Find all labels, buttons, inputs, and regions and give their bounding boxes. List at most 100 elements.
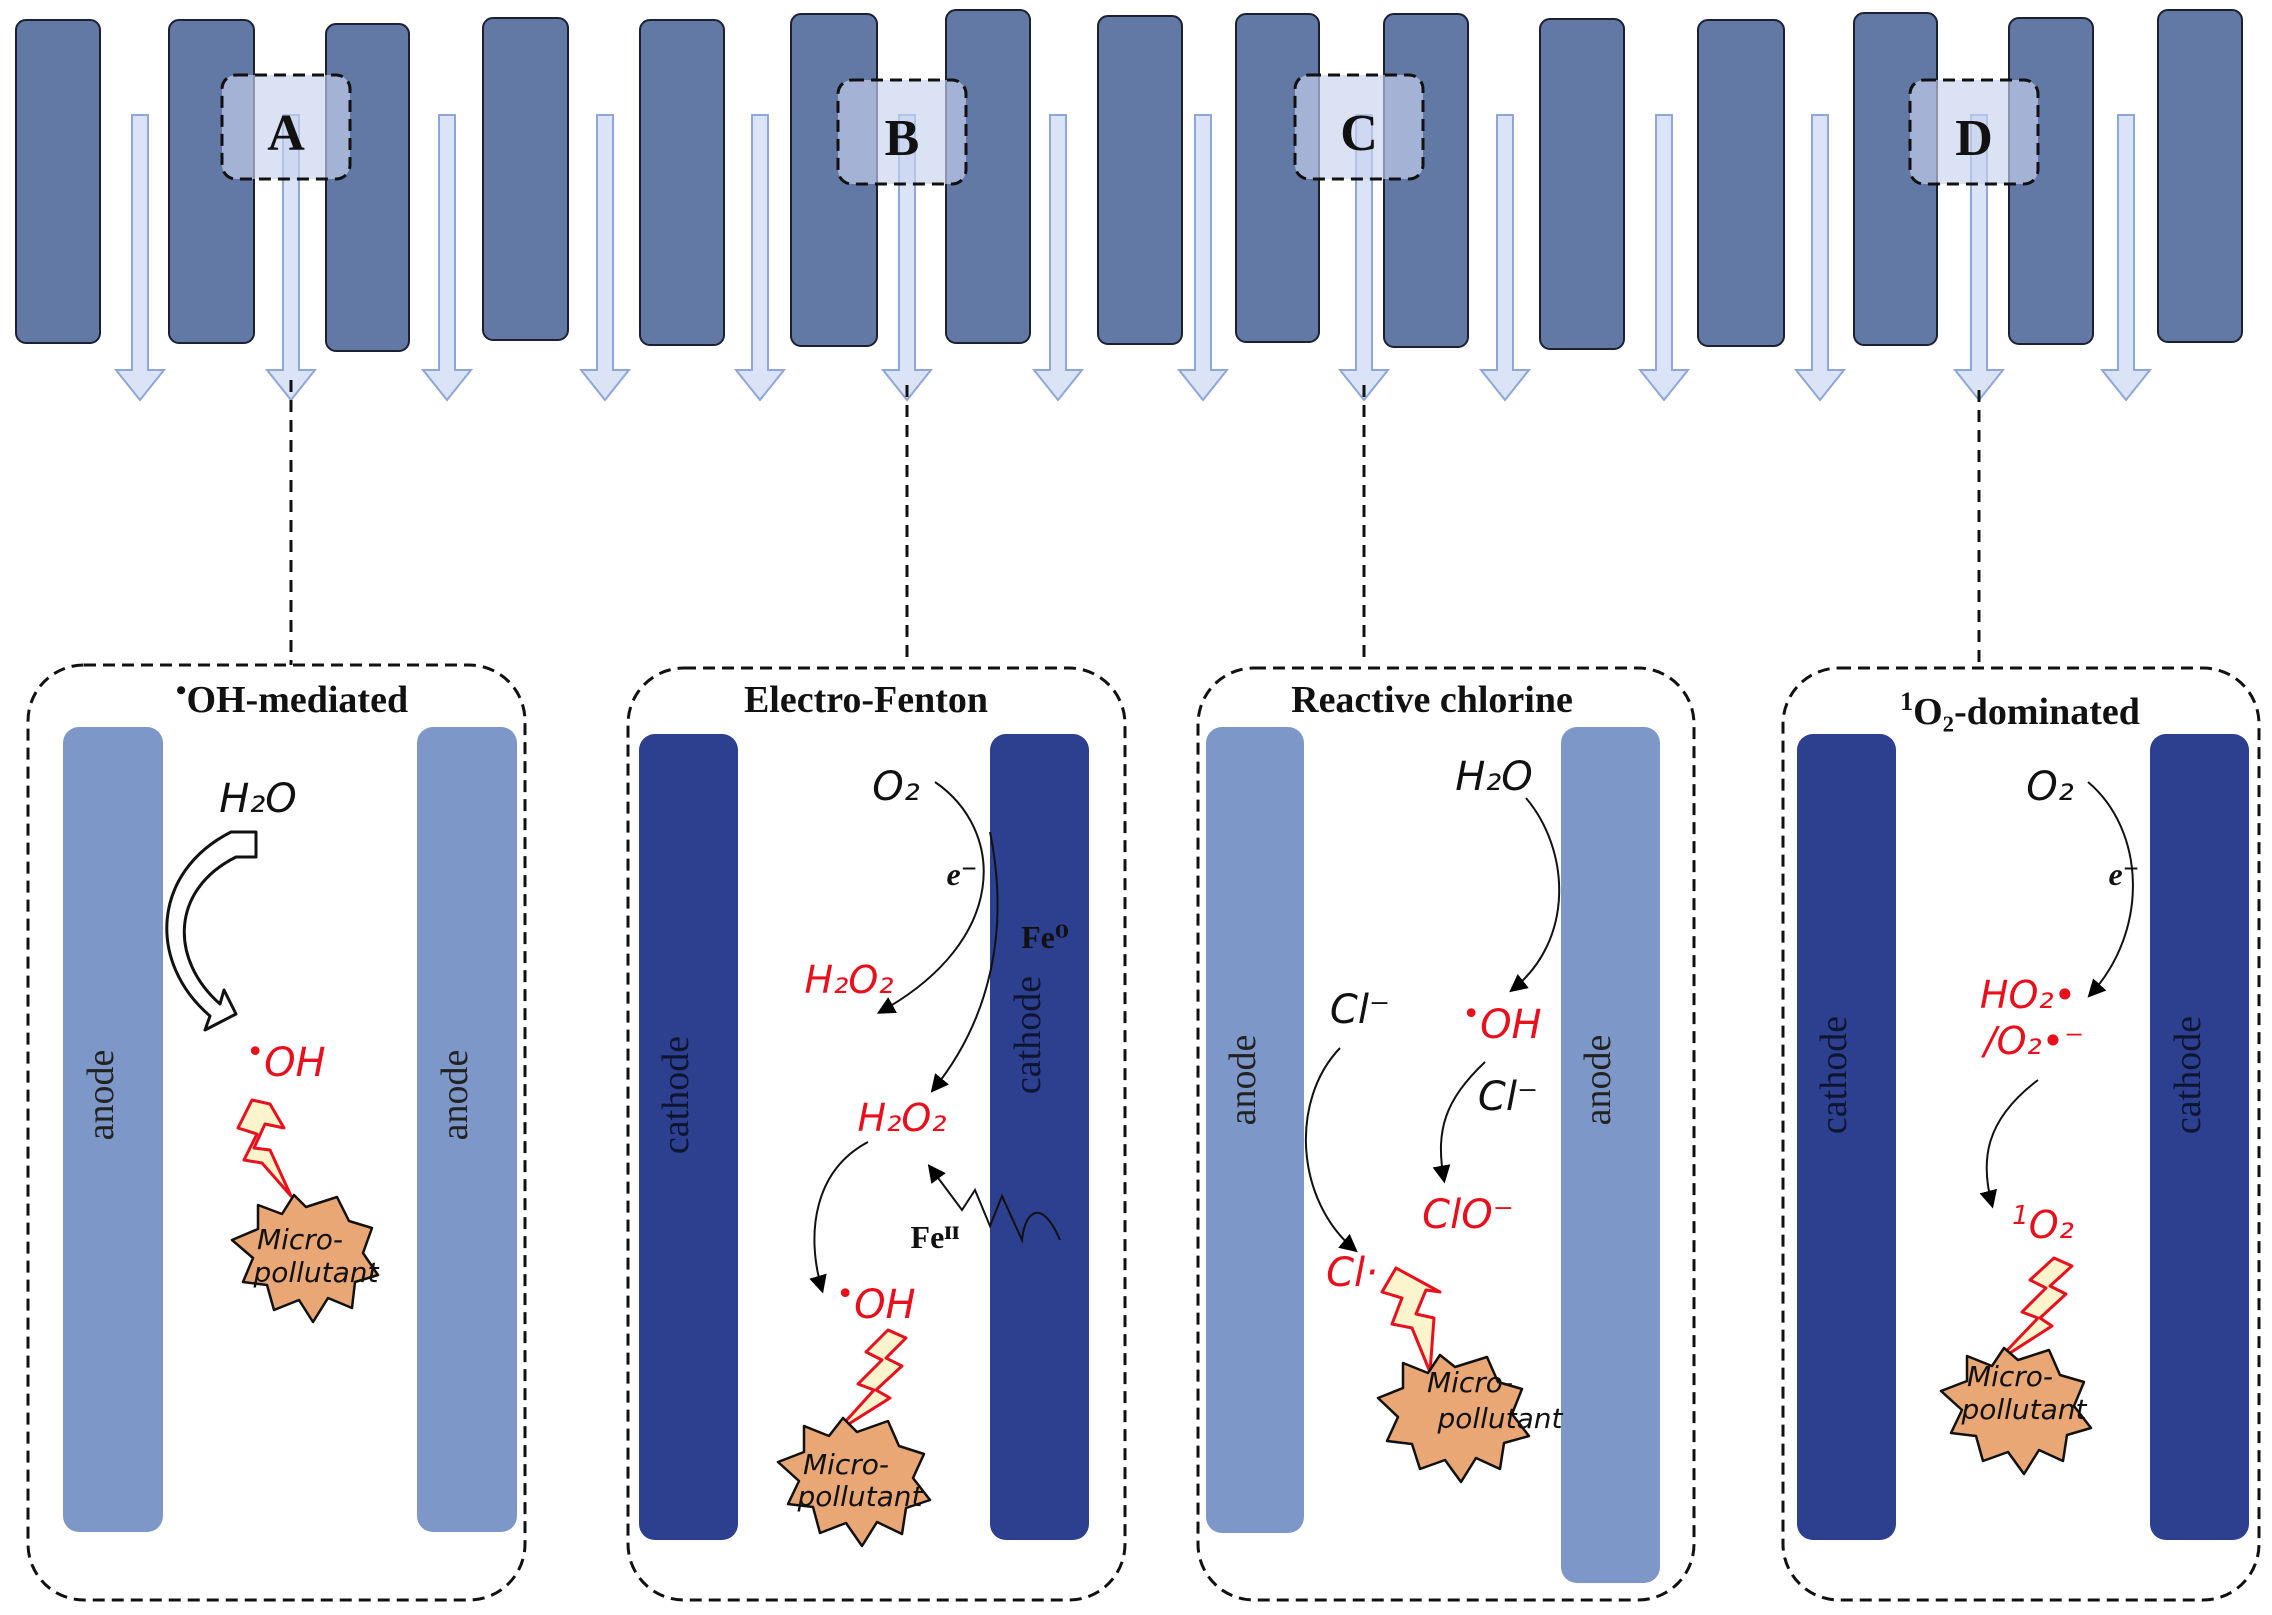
label-A: A [267, 105, 305, 162]
panel-B-left-cathode [639, 734, 738, 1540]
panel-B-o2: O₂ [872, 764, 920, 810]
panel-D: 1O₂-dominated cathode cathode O₂ e⁻ HO₂•… [1781, 666, 2261, 1602]
panel-C-cl-minus-right: Cl⁻ [1478, 1074, 1538, 1120]
panel-C-h2o: H₂O [1455, 754, 1533, 800]
panel-D-lightning-icon [1994, 1256, 2074, 1364]
panel-D-o2-radical: /O₂•⁻ [1981, 1019, 2084, 1063]
flow-arrow-1 [113, 114, 167, 402]
panel-A-mp-line1: Micro- [257, 1223, 343, 1256]
panel-A-left-anode [63, 727, 163, 1532]
panel-B-mp-line1: Micro- [803, 1448, 889, 1481]
flow-arrows [113, 114, 2153, 402]
electrode-plate-11 [1539, 18, 1625, 350]
panel-D-singlet-oxygen: 1O₂ [2012, 1201, 2074, 1247]
panel-A: •OH-mediated anode anode H₂O •OH Micro- … [26, 663, 527, 1602]
panel-A-lightning-icon [236, 1098, 293, 1198]
panel-C-left-anode [1206, 727, 1304, 1533]
panel-D-micropollutant-burst [1939, 1346, 2093, 1476]
panel-B-arc-h2o2 [809, 1141, 869, 1294]
panel-A-oh: •OH [246, 1035, 325, 1086]
panel-D-arc-o2 [2087, 781, 2134, 998]
panel-D-electron: e⁻ [2108, 856, 2139, 892]
panel-D-mp-line2: pollutant [1960, 1393, 2087, 1426]
panel-B-electron: e⁻ [946, 856, 977, 892]
panel-B: Electro-Fenton cathode cathode O₂ e⁻ Fe⁰… [626, 666, 1127, 1602]
panel-C-arc-cl [1304, 1047, 1358, 1253]
panel-B-arc-o2 [876, 781, 985, 1014]
panel-B-micropollutant-burst [776, 1416, 932, 1548]
panel-C-oh: •OH [1462, 997, 1541, 1048]
panel-C-cl-minus-left: Cl⁻ [1330, 987, 1390, 1033]
panel-B-left-label: cathode [655, 1036, 697, 1154]
flow-arrow-7 [1031, 114, 1085, 402]
panel-D-left-label: cathode [1813, 1016, 1855, 1134]
panel-C-title: Reactive chlorine [1291, 679, 1573, 721]
panel-B-h2o2-b: H₂O₂ [858, 1096, 947, 1140]
panel-C-right-label: anode [1577, 1035, 1619, 1126]
flow-arrow-11 [1637, 114, 1691, 402]
label-B: B [885, 110, 920, 167]
panel-C-clo: ClO⁻ [1422, 1192, 1514, 1238]
flow-arrow-5 [733, 114, 787, 402]
panel-A-left-label: anode [80, 1050, 122, 1141]
panel-D-mp-line1: Micro- [1967, 1360, 2053, 1393]
panel-B-oh: •OH [836, 1277, 915, 1328]
panel-D-o2: O₂ [2026, 764, 2074, 810]
electrode-plate-4 [482, 17, 569, 341]
panel-C-mp-line2: pollutant [1436, 1402, 1563, 1435]
electrode-plate-1 [15, 19, 101, 344]
label-D: D [1955, 110, 1993, 167]
panel-C: Reactive chlorine anode anode H₂O •OH Cl… [1196, 666, 1696, 1602]
panel-C-left-label: anode [1222, 1035, 1264, 1126]
callout-A: A [220, 73, 352, 181]
panel-A-mp-line2: pollutant [252, 1256, 379, 1289]
electrode-plate-12 [1697, 19, 1785, 347]
electrode-plate-15 [2157, 9, 2243, 343]
panel-B-right-label: cathode [1007, 976, 1049, 1094]
electrode-plate-5 [639, 19, 725, 346]
panel-D-left-cathode [1797, 734, 1896, 1540]
panel-A-right-anode [417, 727, 517, 1532]
panel-D-ho2: HO₂• [1980, 973, 2076, 1017]
electrode-plate-stack [15, 9, 2243, 352]
callout-C: C [1293, 73, 1425, 181]
panel-A-right-label: anode [434, 1050, 476, 1141]
panel-A-h2o: H₂O [219, 776, 297, 822]
panel-C-arc-oh [1432, 1061, 1486, 1184]
flow-arrow-8 [1176, 114, 1230, 402]
panel-D-arc-ho2 [1979, 1079, 2039, 1209]
flow-arrow-10 [1478, 114, 1532, 402]
panel-B-frame [626, 666, 1127, 1602]
panel-A-frame [26, 663, 527, 1602]
panel-B-mp-line2: pollutant [796, 1480, 923, 1513]
panel-C-mp-line1: Micro- [1427, 1366, 1513, 1399]
panel-C-cl-radical: Cl· [1326, 1250, 1378, 1296]
callout-B: B [836, 78, 968, 186]
electrode-plate-8 [1097, 15, 1183, 345]
electrode-plate-2 [168, 19, 255, 344]
flow-arrow-12 [1793, 114, 1847, 402]
panel-D-frame [1781, 666, 2261, 1602]
panel-A-hollow-arrow [165, 830, 258, 1032]
flow-arrow-4 [578, 114, 632, 402]
panel-B-lightning-icon [834, 1328, 908, 1434]
label-C: C [1340, 105, 1378, 162]
flow-arrow-14 [2099, 114, 2153, 402]
panel-A-title: •OH-mediated [176, 674, 408, 721]
panel-B-h2o2-a: H₂O₂ [805, 958, 894, 1002]
panel-D-right-cathode [2150, 734, 2249, 1540]
panel-C-arc-h2o [1509, 797, 1561, 993]
panel-B-feii: Feᴵᴵ [911, 1219, 960, 1255]
panel-B-right-cathode [990, 734, 1089, 1540]
panel-A-micropollutant-burst [230, 1193, 380, 1324]
panel-C-right-anode [1561, 727, 1660, 1583]
panel-C-lightning-icon [1380, 1266, 1442, 1374]
electrode-plate-3 [325, 23, 410, 352]
connector-lines [289, 380, 1981, 665]
flow-arrow-3 [420, 114, 474, 402]
panel-B-arc-fe0 [930, 831, 999, 1093]
panel-C-micropollutant-burst [1376, 1353, 1531, 1484]
panel-B-zigzag [927, 1164, 1061, 1244]
callout-D: D [1908, 78, 2040, 186]
